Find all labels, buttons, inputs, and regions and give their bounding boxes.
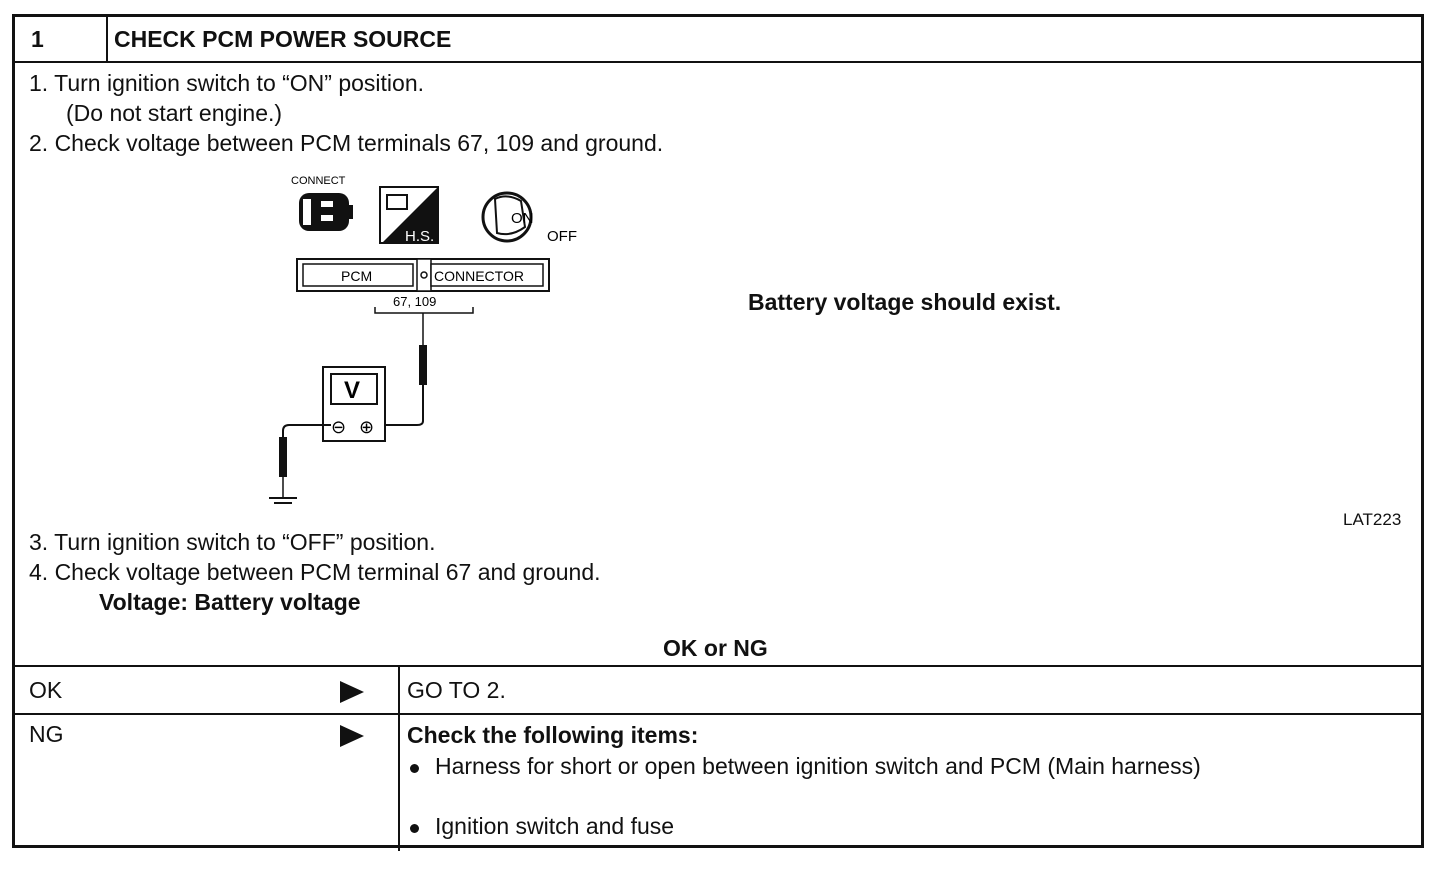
header-cell-divider bbox=[106, 17, 108, 61]
ng-title: Check the following items: bbox=[407, 722, 699, 748]
connector-pcm-label: PCM bbox=[341, 268, 372, 284]
ng-arrow-icon bbox=[340, 725, 364, 747]
voltage-check-diagram: CONNECT H.S. ON OFF PCM CONNECTOR 67 bbox=[269, 175, 577, 504]
connector-right-cell bbox=[430, 263, 544, 287]
ok-arrow-icon bbox=[340, 681, 364, 703]
plus-terminal: ⊕ bbox=[359, 417, 374, 437]
instruction-step-1-note: (Do not start engine.) bbox=[66, 100, 283, 126]
diagnostic-procedure-table: 1 CHECK PCM POWER SOURCE 1. Turn ignitio… bbox=[12, 14, 1424, 851]
step-title: CHECK PCM POWER SOURCE bbox=[114, 26, 452, 52]
terminal-pin bbox=[420, 271, 428, 279]
instruction-step-3: 3. Turn ignition switch to “OFF” positio… bbox=[29, 529, 436, 555]
off-label: OFF bbox=[547, 228, 577, 245]
judgement-divider bbox=[15, 665, 1421, 667]
expected-result: Battery voltage should exist. bbox=[748, 289, 1062, 315]
connector-latch bbox=[416, 258, 432, 292]
ok-row-divider bbox=[15, 713, 1421, 715]
terminal-bracket bbox=[374, 307, 474, 314]
connector-name-label: CONNECTOR bbox=[434, 268, 524, 284]
negative-wire bbox=[282, 424, 331, 437]
voltage-spec: Voltage: Battery voltage bbox=[99, 589, 361, 615]
result-column-divider bbox=[398, 665, 400, 851]
bullet-icon bbox=[410, 824, 419, 833]
positive-probe bbox=[419, 345, 427, 385]
judgement-title: OK or NG bbox=[663, 635, 768, 661]
connect-label: CONNECT bbox=[291, 175, 346, 187]
on-label: ON bbox=[511, 210, 534, 227]
negative-probe bbox=[279, 437, 287, 477]
connector-left-cell bbox=[302, 263, 414, 287]
voltmeter-display bbox=[330, 373, 378, 405]
bullet-icon bbox=[410, 764, 419, 773]
instruction-step-2: 2. Check voltage between PCM terminals 6… bbox=[29, 130, 664, 156]
ignition-switch-icon bbox=[481, 191, 533, 243]
ng-item-2: Ignition switch and fuse bbox=[435, 813, 675, 839]
ng-label: NG bbox=[29, 721, 64, 747]
step-number: 1 bbox=[31, 26, 44, 52]
figure-id: LAT223 bbox=[1343, 510, 1402, 529]
positive-wire bbox=[373, 385, 424, 426]
ok-action: GO TO 2. bbox=[407, 677, 506, 703]
connect-icon bbox=[299, 193, 353, 231]
header-divider bbox=[15, 61, 1421, 63]
ng-item-1: Harness for short or open between igniti… bbox=[435, 753, 1201, 779]
ground-icon bbox=[269, 497, 297, 504]
voltmeter-label: V bbox=[344, 377, 360, 404]
harness-side-icon bbox=[379, 186, 439, 244]
hs-label: H.S. bbox=[405, 228, 434, 245]
instruction-step-4: 4. Check voltage between PCM terminal 67… bbox=[29, 559, 601, 585]
instruction-step-1: 1. Turn ignition switch to “ON” position… bbox=[29, 70, 424, 96]
ok-label: OK bbox=[29, 677, 63, 703]
minus-terminal: ⊖ bbox=[331, 417, 346, 437]
terminal-numbers: 67, 109 bbox=[393, 294, 436, 309]
